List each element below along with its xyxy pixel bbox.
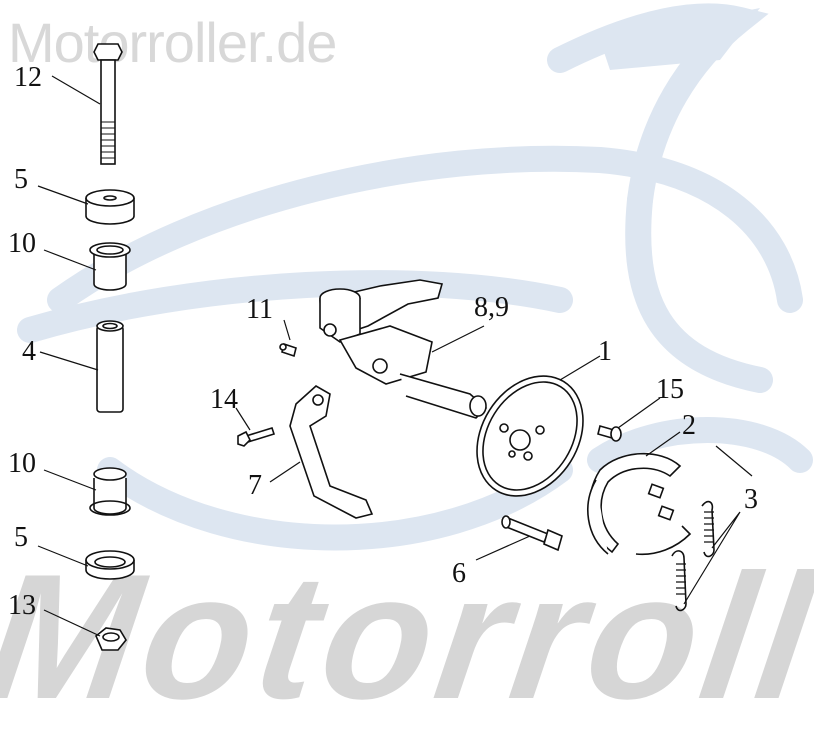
callout-5-bottom: 5	[14, 522, 28, 553]
parts-drawing: 12 5 10 4 10 5 13 11 14 7 8,9 1 15 2 3 6	[8, 43, 758, 651]
washer-part-5-top	[85, 189, 135, 225]
washer-part-5-bottom	[85, 550, 135, 580]
callout-8-9: 8,9	[474, 292, 509, 323]
grease-nipple-part-11	[279, 342, 297, 358]
bolt-part-14	[237, 427, 276, 447]
brake-shoe-part-2	[587, 452, 692, 556]
callout-12: 12	[14, 62, 42, 93]
brake-cam-housing-part-8-9	[319, 279, 488, 419]
callout-15: 15	[656, 374, 684, 405]
callout-1: 1	[598, 336, 612, 367]
bushing-part-10-top	[89, 242, 131, 291]
callout-6: 6	[452, 558, 466, 589]
nut-part-13	[95, 627, 127, 651]
sleeve-part-4	[96, 320, 124, 413]
bushing-part-10-bottom	[89, 467, 131, 516]
callout-10-top: 10	[8, 228, 36, 259]
callout-4: 4	[22, 336, 36, 367]
pin-part-6	[501, 515, 563, 552]
scooter-logo-watermark	[17, 3, 813, 551]
callout-labels: 12 5 10 4 10 5 13 11 14 7 8,9 1 15 2 3 6	[8, 62, 758, 621]
brake-plate-part-1	[476, 375, 584, 497]
callout-11: 11	[246, 294, 273, 325]
watermark-top: Motorroller.de	[8, 11, 337, 74]
screw-part-15	[597, 425, 622, 442]
callout-5-top: 5	[14, 164, 28, 195]
spring-part-3	[671, 500, 715, 612]
brake-lever-part-7	[289, 385, 374, 519]
exploded-parts-diagram: Motorroller.de Motorroller	[0, 3, 814, 736]
callout-14: 14	[210, 384, 238, 415]
callout-10-bottom: 10	[8, 448, 36, 479]
callout-2: 2	[682, 410, 696, 441]
callout-13: 13	[8, 590, 36, 621]
leader-lines	[37, 75, 753, 637]
bolt-part-12	[93, 43, 123, 165]
callout-7: 7	[248, 470, 262, 501]
callout-3: 3	[744, 484, 758, 515]
